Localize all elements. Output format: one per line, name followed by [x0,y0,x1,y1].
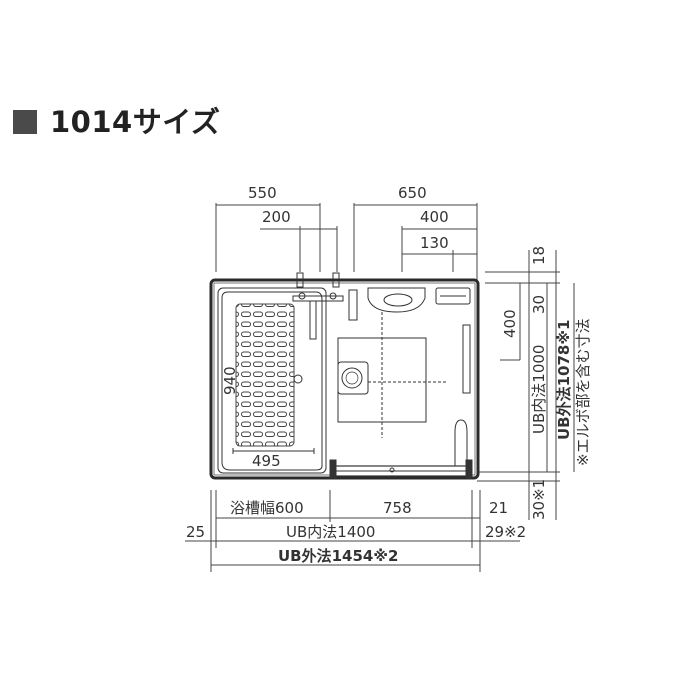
dim-ub-inner-width: UB内法1400 [286,523,375,541]
dim-495: 495 [252,452,281,470]
page-title: 1014サイズ [50,105,221,139]
dim-ub-inner-depth: UB内法1000 [530,345,548,434]
dim-650: 650 [398,184,427,202]
dim-tub-width: 浴槽幅600 [230,499,304,517]
dim-ub-outer-depth: UB外法1078※1 [555,320,573,440]
floor-drain [337,312,448,438]
right-dimensions [477,250,575,520]
dim-550: 550 [248,184,277,202]
wall-fixtures [367,287,471,313]
bathtub [217,287,327,474]
dim-29: 29※2 [485,523,526,541]
dim-18: 18 [530,246,548,265]
bottom-dimensions [185,490,520,572]
dim-30-bottom: 30※1 [530,479,548,520]
dim-130: 130 [420,234,449,252]
top-dimensions [215,203,478,282]
title-bullet-icon [13,110,37,134]
dim-30-top: 30 [530,295,548,314]
elbow-note: ※エルボ部を含む寸法 [574,318,592,466]
dim-ub-outer-width: UB外法1454※2 [278,547,398,565]
faucet-icon [292,272,358,340]
door-icon [329,419,473,479]
dim-200: 200 [262,208,291,226]
dim-25: 25 [186,523,205,541]
dim-758: 758 [383,499,412,517]
dim-21: 21 [489,499,508,517]
dim-940: 940 [221,366,239,395]
dim-400-top: 400 [420,208,449,226]
towel-bar-icon [462,324,471,394]
dim-400-right: 400 [501,309,519,338]
